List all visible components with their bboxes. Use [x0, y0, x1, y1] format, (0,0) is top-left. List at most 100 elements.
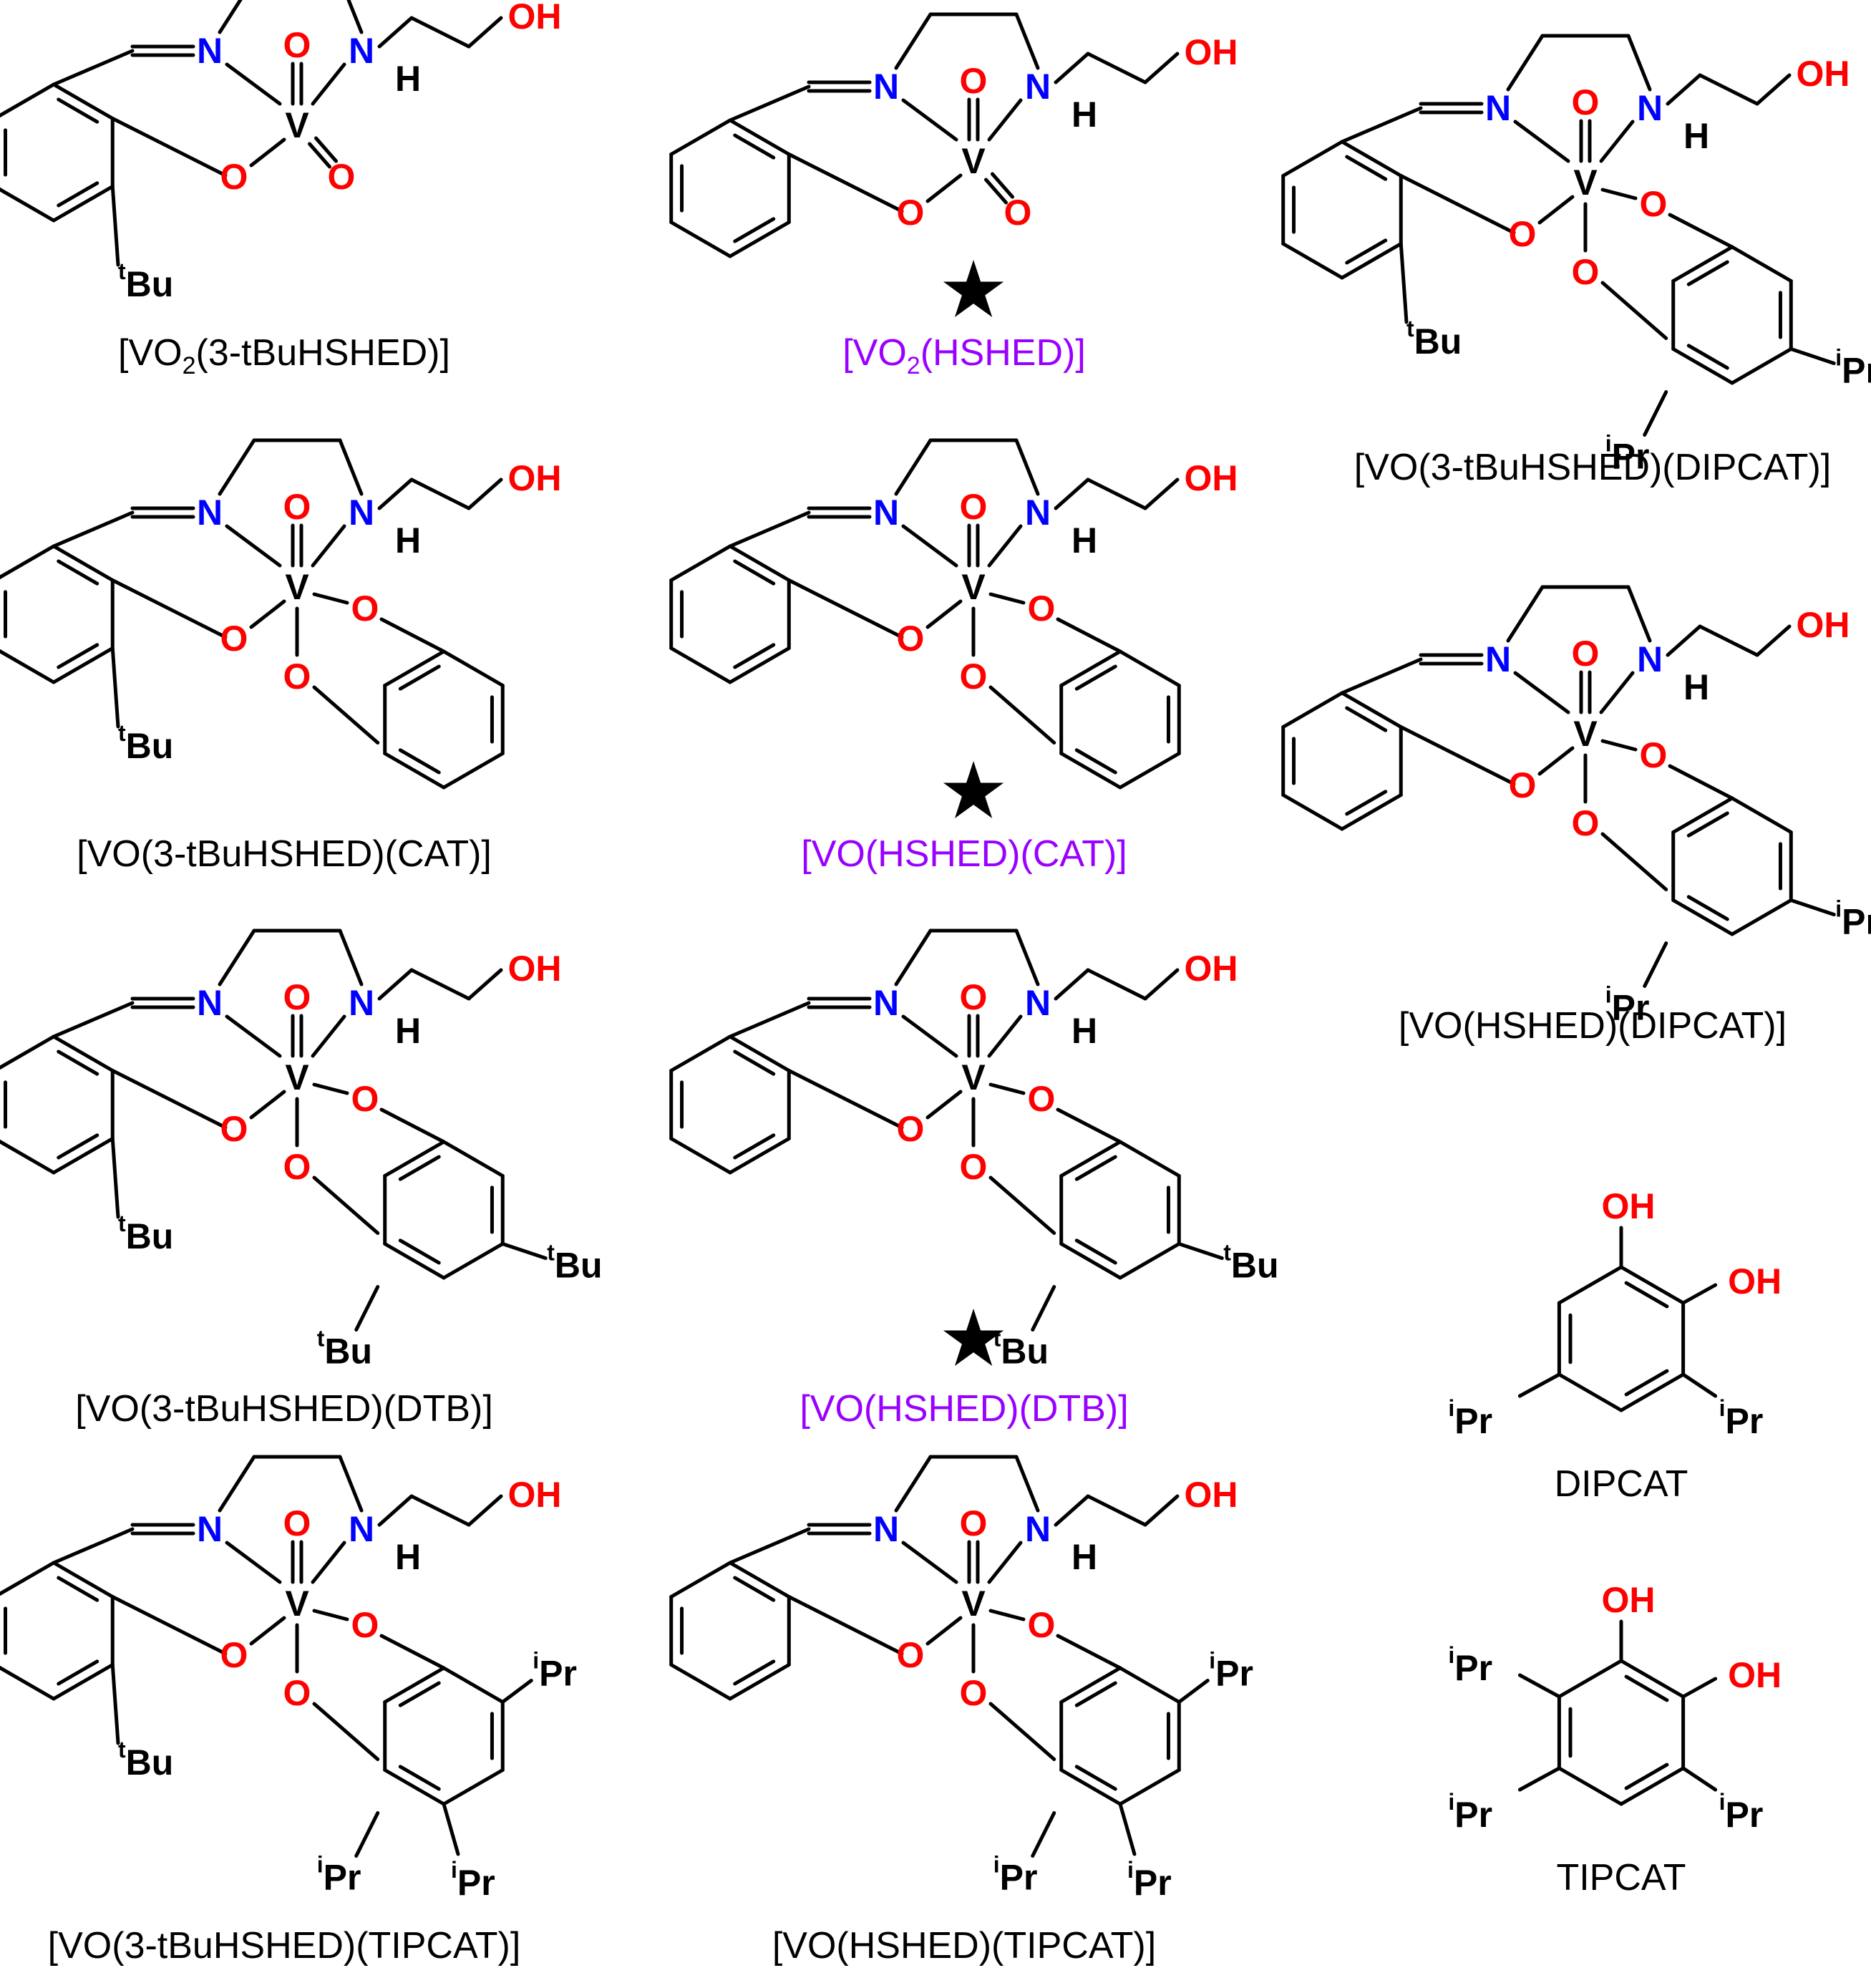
complex-2-salicyl-ring — [1281, 140, 1344, 178]
complex-2-sub-ortho-main: Pr — [1612, 437, 1650, 477]
complex-1-v-n — [901, 98, 958, 142]
complex-3-o-cat1: O — [351, 588, 379, 629]
complex-1-n-amine: N — [1025, 67, 1051, 107]
complex-10-sub-bond — [1118, 1802, 1137, 1856]
complex-6-sub-ortho-prefix: t — [317, 1326, 325, 1352]
dipcat-ring — [1624, 1369, 1669, 1397]
complex-2-arm — [1666, 73, 1702, 106]
complex-4-salicyl-ring — [728, 544, 791, 582]
complex-6-sub-para-prefix: t — [547, 1240, 555, 1266]
complex-10-bridge — [894, 1455, 933, 1513]
complex-2-sub-para-prefix: i — [1835, 345, 1842, 371]
complex-7-sub-para-main: Bu — [1231, 1246, 1279, 1286]
complex-3-cat-ring — [383, 649, 446, 687]
tipcat-ring — [1557, 1766, 1623, 1806]
complex-2-tbu: tBu — [1406, 316, 1462, 362]
complex-5-cat-ring — [1686, 895, 1729, 921]
dipcat-sub-bond — [1681, 1372, 1718, 1398]
dipcat-ipr-2-prefix: i — [1719, 1395, 1726, 1421]
complex-10-h-amine: H — [1071, 1537, 1097, 1577]
complex-3-cat-ring — [398, 664, 441, 691]
complex-0-v-n — [225, 62, 282, 106]
complex-9-arm — [467, 1494, 503, 1527]
complex-1-arm — [1054, 52, 1090, 84]
atom-label-layer: ONNHOHOVtBuOONNHOHOVO★ONNHOHOVtBuOOiPriP… — [118, 0, 1871, 1903]
dipcat-oh-1: OH — [1602, 1186, 1656, 1226]
complex-3-tbu: tBu — [118, 720, 173, 766]
complex-0-salicyl-ring — [52, 185, 115, 223]
complex-4-salicyl-ring — [669, 646, 732, 684]
caption-5-pre: [VO(HSHED)(DIPCAT)] — [1399, 1005, 1787, 1047]
complex-10-salicyl-ring — [733, 1659, 776, 1686]
complex-0-n-imine: N — [197, 31, 223, 71]
complex-4-phenoxo — [787, 578, 904, 639]
complex-2-n-imine: N — [1485, 88, 1511, 128]
complex-3-o-vanadyl: O — [283, 487, 311, 527]
caption-2: [VO(3-tBuHSHED)(DIPCAT)] — [1354, 447, 1831, 488]
complex-7-v-ocat — [988, 1082, 1026, 1095]
complex-1-imine — [728, 84, 811, 122]
complex-7-phenoxo — [787, 1069, 904, 1130]
complex-6-o-cat2: O — [283, 1147, 311, 1187]
complex-7-sub-para-prefix: t — [1223, 1240, 1231, 1266]
complex-0-salicyl-ring — [0, 82, 56, 118]
complex-9-phenoxo — [110, 1595, 228, 1656]
complex-6-v-n — [311, 1014, 346, 1058]
complex-9-sub-bottom-prefix: i — [451, 1857, 457, 1883]
complex-5-salicyl-ring — [1340, 793, 1403, 831]
caption-4: [VO(HSHED)(CAT)] — [801, 833, 1127, 875]
complex-4-v-n — [901, 524, 958, 568]
complex-5-salicyl-ring — [1281, 793, 1344, 831]
complex-2-v-n — [1513, 120, 1570, 163]
complex-3-o-phenoxide: O — [220, 619, 248, 659]
complex-3-ocat-c — [379, 617, 446, 654]
complex-7-sub-para: tBu — [1223, 1240, 1278, 1286]
caption-0-post: (3-tBuHSHED)] — [196, 332, 450, 374]
complex-0-bridge — [218, 0, 243, 34]
dipcat-ipr-4-main: Pr — [1454, 1401, 1492, 1441]
tipcat-ring — [1619, 1659, 1686, 1699]
complex-4-cat-ring — [1074, 664, 1117, 691]
caption-4-pre: [VO(HSHED)(CAT)] — [801, 833, 1127, 875]
complex-4-n-amine: N — [1025, 493, 1051, 533]
caption-5: [VO(HSHED)(DIPCAT)] — [1399, 1005, 1787, 1047]
complex-10-ocat-c — [988, 1702, 1056, 1761]
complex-7-imine — [728, 1001, 811, 1039]
complex-3-h-amine: H — [395, 520, 421, 561]
complex-10-cat-ring — [1118, 1666, 1181, 1704]
caption-9-pre: [VO(3-tBuHSHED)(TIPCAT)] — [48, 1925, 521, 1967]
complex-4-cat-ring — [1059, 649, 1122, 687]
complex-7-cat-ring — [1059, 1140, 1122, 1178]
complex-10-sub-bottom-prefix: i — [1127, 1857, 1134, 1883]
complex-6-salicyl-ring — [57, 1133, 99, 1160]
complex-0-v-o — [249, 137, 286, 168]
complex-2-salicyl-ring — [1340, 140, 1403, 178]
complex-10-imine — [728, 1527, 811, 1565]
dipcat-ring — [1624, 1281, 1669, 1309]
complex-2-cat-ring — [1686, 344, 1729, 370]
complex-6-cat-ring — [442, 1242, 505, 1280]
complex-6-v-o — [249, 1090, 286, 1120]
complex-7-cat-ring — [1074, 1155, 1117, 1181]
tipcat-ring — [1619, 1766, 1686, 1806]
complex-4-cat-ring — [1074, 748, 1117, 775]
caption-1-pre: [VO — [842, 332, 907, 374]
complex-5-imine — [1340, 657, 1423, 695]
dipcat-ring — [1557, 1265, 1623, 1305]
complex-0-imine — [52, 49, 135, 87]
complex-9-sub-meta: iPr — [533, 1648, 577, 1694]
complex-10-o-cat1: O — [1028, 1605, 1056, 1645]
complex-5-sub-bond — [1643, 941, 1668, 988]
complex-9-salicyl-ring — [0, 1561, 56, 1596]
complex-7-cat-ring — [1118, 1242, 1181, 1280]
complex-2-sub-para: iPr — [1835, 345, 1871, 391]
complex-0-tbu-bond — [110, 185, 120, 267]
complex-3-cat-ring — [383, 752, 446, 790]
complex-6-sub-para: tBu — [547, 1240, 602, 1286]
complex-5-v-ocat — [1600, 739, 1638, 752]
complex-9-sub-bond — [500, 1679, 533, 1704]
complex-2-sub-bond — [1643, 390, 1668, 437]
complex-4-bridge — [1014, 438, 1040, 496]
complex-5-salicyl-ring — [1345, 790, 1388, 816]
complex-10-phenoxo — [787, 1595, 904, 1656]
